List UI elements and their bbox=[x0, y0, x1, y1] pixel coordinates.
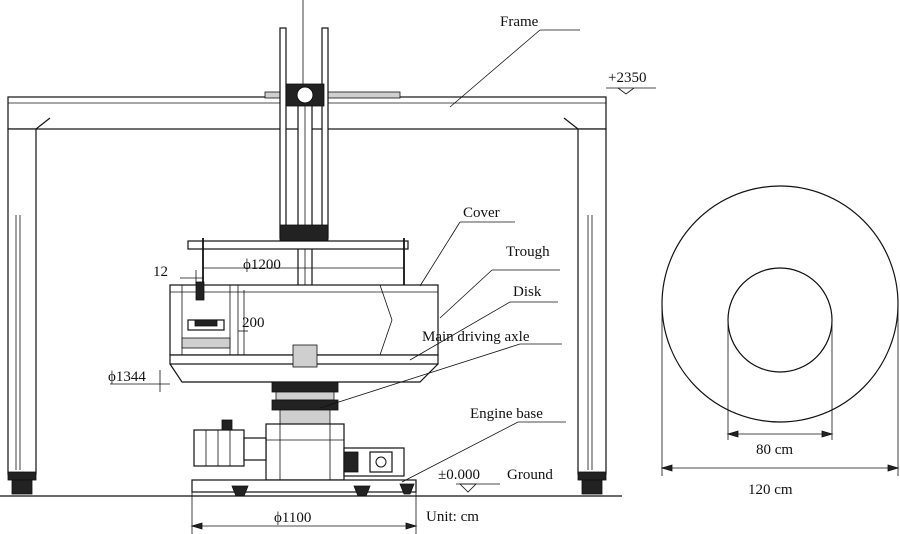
dim-d12: 12 bbox=[153, 264, 168, 280]
outer-circle bbox=[661, 185, 899, 423]
dim-outer: 120 cm bbox=[748, 482, 793, 498]
label-elev-ground: ±0.000 bbox=[438, 467, 480, 483]
frame-right-foot bbox=[577, 471, 607, 481]
dim-d1200: ϕ1200 bbox=[243, 257, 281, 273]
dim-d1344: ϕ1344 bbox=[108, 369, 146, 385]
dimension-lines bbox=[110, 87, 656, 534]
gearbox-assembly bbox=[191, 381, 417, 497]
label-ground: Ground bbox=[507, 467, 553, 483]
label-frame: Frame bbox=[500, 14, 539, 30]
label-cover: Cover bbox=[463, 205, 500, 221]
leader-lines bbox=[319, 29, 580, 483]
cover-trough-assembly bbox=[169, 238, 439, 383]
gearbox-body bbox=[265, 423, 345, 481]
dim-d200: 200 bbox=[242, 315, 265, 331]
dim-d1100: ϕ1100 bbox=[274, 510, 311, 526]
dim-inner: 80 cm bbox=[756, 442, 793, 458]
top-view bbox=[660, 185, 900, 476]
frame-left-foot bbox=[7, 471, 37, 481]
label-trough: Trough bbox=[506, 244, 550, 260]
left-motor bbox=[193, 429, 245, 467]
inner-circle bbox=[727, 267, 833, 373]
label-main-axle: Main driving axle bbox=[422, 329, 530, 345]
cover-bar bbox=[187, 240, 409, 250]
label-unit: Unit: cm bbox=[426, 509, 479, 525]
label-disk: Disk bbox=[513, 284, 542, 300]
label-elev-top: +2350 bbox=[608, 70, 646, 86]
label-engine-base: Engine base bbox=[470, 406, 543, 422]
frame-left-leg bbox=[7, 128, 37, 475]
engine-base-slab bbox=[191, 479, 417, 493]
